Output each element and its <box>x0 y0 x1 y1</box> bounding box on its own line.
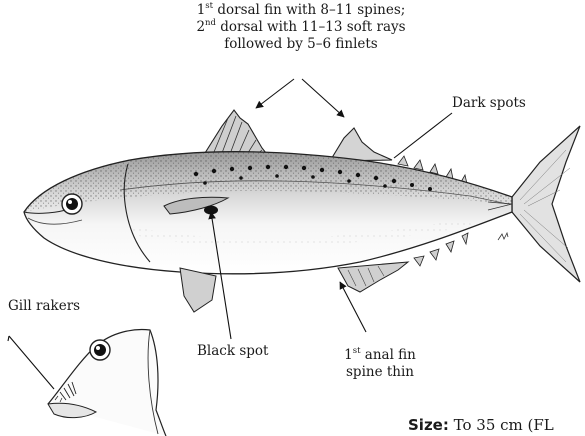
dorsal-arrow-right <box>302 79 344 117</box>
size-value: To 35 cm (FL <box>454 416 554 434</box>
dorsal-label-line3: followed by 5–6 finlets <box>166 36 436 53</box>
dark-spots-label: Dark spots <box>452 95 526 112</box>
dorsal-label-line1: 1st dorsal fin with 8–11 spines; <box>166 2 436 19</box>
gill-rakers-label: Gill rakers <box>8 298 80 315</box>
pelvic-fin <box>180 268 216 312</box>
anal-fin-label: 1st anal fin spine thin <box>330 347 430 381</box>
caudal-fin <box>512 126 580 282</box>
anal-label-line2: spine thin <box>330 364 430 381</box>
dorsal-arrow-left <box>256 79 294 108</box>
gill-rakers-leader-2 <box>8 336 9 341</box>
fish-body <box>24 152 512 274</box>
size-label: Size: <box>408 416 449 434</box>
black-spot-label: Black spot <box>197 343 268 360</box>
size-caption: Size: To 35 cm (FL <box>408 416 554 434</box>
gill-rakers-leader-1 <box>9 336 54 389</box>
dark-spots-leader <box>394 113 452 158</box>
anal-fin <box>338 262 408 292</box>
second-dorsal-fin <box>330 128 392 161</box>
anal-label-line1: 1st anal fin <box>330 347 430 364</box>
dorsal-label-line2: 2nd dorsal with 11–13 soft rays <box>166 19 436 36</box>
dorsal-fin-label: 1st dorsal fin with 8–11 spines; 2nd dor… <box>166 2 436 53</box>
inset-head-sketch <box>48 330 166 436</box>
first-dorsal-fin <box>205 110 270 158</box>
artist-signature <box>498 233 508 240</box>
